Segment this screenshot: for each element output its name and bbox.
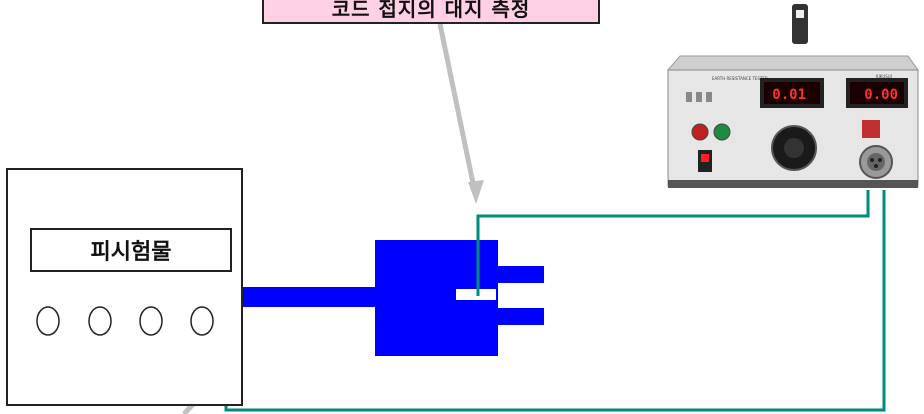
callout-arrow-head — [468, 180, 484, 204]
earth-resistance-tester: EARTH RESISTANCE TESTER KIKUSUI 0.01 0.0… — [666, 4, 919, 188]
plug-ground-slot — [456, 289, 496, 300]
device-knob — [36, 306, 60, 336]
callout-text: 코드 접지의 대지 측정 — [331, 0, 531, 21]
device-under-test: 피시험물 — [6, 168, 243, 406]
tester-brand-label: KIKUSUI — [876, 74, 892, 79]
test-lead-plug — [476, 190, 870, 296]
device-knob — [88, 306, 112, 336]
tester-display-right-value: 0.00 — [864, 87, 898, 103]
tester-display-left-value: 0.01 — [772, 87, 806, 103]
tester-button-green — [713, 123, 731, 141]
tester-panel-title: EARTH RESISTANCE TESTER — [712, 76, 768, 81]
plug-prong-top — [498, 266, 544, 283]
tester-top — [666, 55, 919, 71]
callout-box: 코드 접지의 대지 측정 — [262, 0, 600, 24]
device-knobs — [36, 306, 214, 336]
power-cord — [243, 287, 378, 307]
callout-arrow — [437, 23, 477, 189]
device-knob — [139, 306, 163, 336]
tester-button-red — [691, 123, 709, 141]
plug-prong-bottom — [498, 308, 544, 325]
device-label: 피시험물 — [30, 228, 232, 272]
device-label-text: 피시험물 — [90, 240, 172, 265]
device-knob — [190, 306, 214, 336]
